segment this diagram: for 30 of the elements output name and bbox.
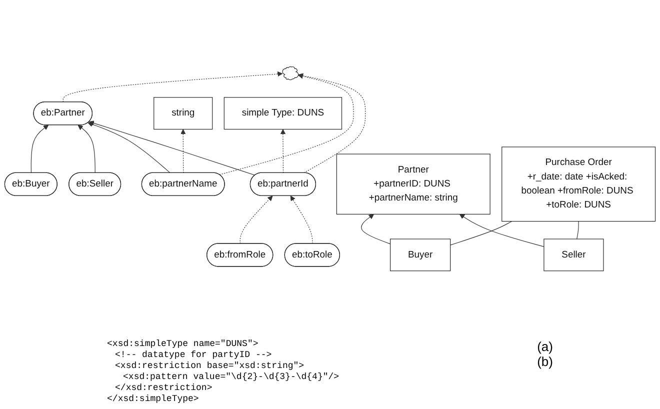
code-line: </xsd:simpleType> — [107, 394, 200, 405]
code-line: </xsd:restriction> — [114, 383, 214, 394]
arrow — [361, 214, 391, 244]
node-box: Buyer — [390, 238, 451, 271]
code-line: <xsd:simpleType name="DUNS"> — [107, 339, 260, 350]
arrow — [240, 195, 273, 244]
node-cloud — [282, 66, 299, 80]
panel-label: (b) — [537, 354, 553, 369]
arrow — [459, 214, 544, 247]
arrow — [219, 73, 354, 175]
arrow — [30, 124, 49, 173]
connector — [576, 220, 579, 239]
arrow — [88, 122, 170, 173]
node-box: Partner +partnerID: DUNS +partnerName: string — [336, 153, 490, 214]
arrow — [78, 124, 96, 173]
arrow — [180, 128, 186, 173]
node-box: simple Type: DUNS — [224, 96, 342, 130]
connector — [450, 220, 512, 246]
code-line: <!-- datatype for partyID --> — [114, 350, 273, 361]
arrow — [290, 195, 313, 244]
code-line: <xsd:pattern value="\d{2}-\d{3}-\d{4}"/> — [122, 372, 340, 383]
arrow — [280, 128, 286, 173]
arrow — [88, 120, 256, 176]
node-box: Purchase Order +r_date: date +isAcked: boolean +fromRole: DUNS +toRole: DUNS — [502, 146, 656, 222]
panel-label: (a) — [537, 339, 553, 354]
node-box: Seller — [544, 238, 604, 271]
node-box: string — [154, 96, 213, 130]
arrow — [62, 71, 283, 102]
code-line: <xsd:restriction base="xsd:string"> — [114, 361, 306, 372]
arrow — [298, 72, 366, 173]
